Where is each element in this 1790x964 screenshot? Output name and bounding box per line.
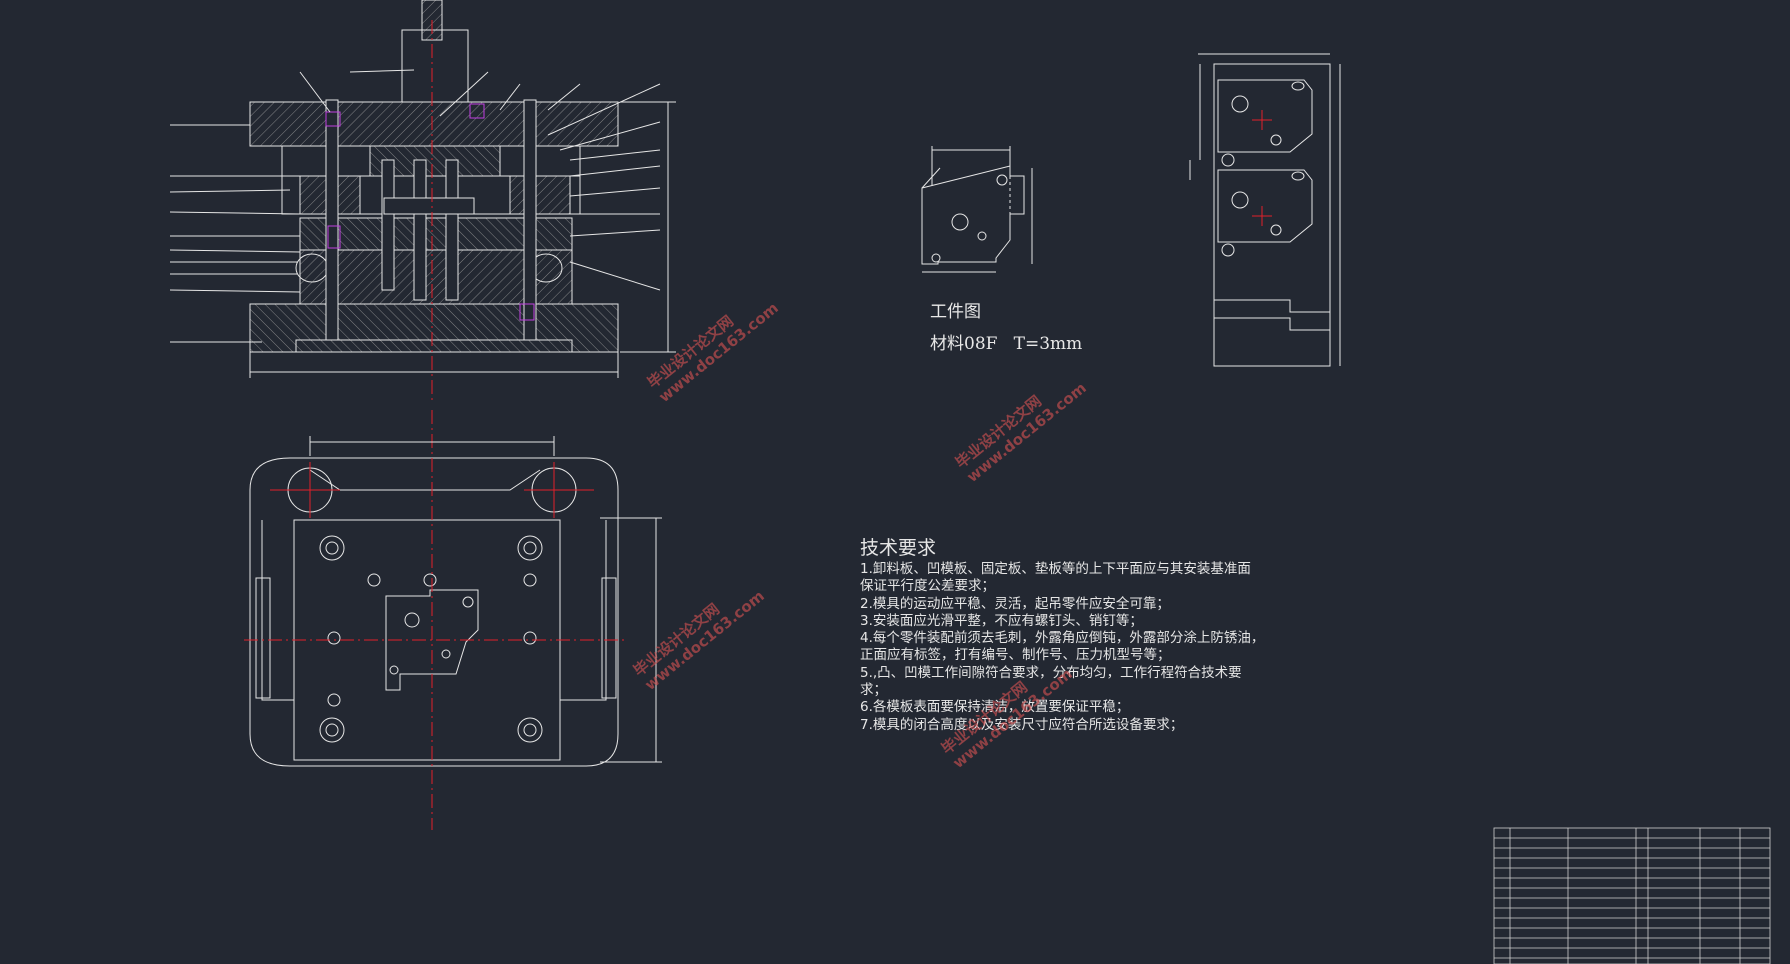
requirement-line: 1.卸料板、凹模板、固定板、垫板等的上下平面应与其安装基准面 — [860, 561, 1251, 577]
requirement-line: 保证平行度公差要求； — [860, 578, 995, 595]
workpiece-title: 工件图 — [930, 302, 981, 322]
requirement-line: 3.安装面应光滑平整，不应有螺钉头、销钉等； — [860, 612, 1143, 629]
die-section-view — [169, 0, 676, 400]
requirement-line: 正面应有标签，打有编号、制作号、压力机型号等； — [860, 647, 1171, 664]
requirement-line: 2.模具的运动应平稳、灵活，起吊零件应安全可靠； — [860, 595, 1170, 612]
requirement-line: 求； — [860, 682, 887, 699]
die-plan-view — [244, 410, 662, 830]
technical-requirements: 技术要求 1.卸料板、凹模板、固定板、垫板等的上下平面应与其安装基准面 保证平行度… — [860, 536, 1264, 734]
requirement-line: 4.每个零件装配前须去毛刺，外露角应倒钝，外露部分涂上防锈油， — [860, 630, 1265, 647]
workpiece-label: 工件图 材料08F T=3mm — [930, 296, 1082, 360]
parts-list-table — [1493, 827, 1771, 964]
requirement-line: 6.各模板表面要保持清洁，放置要保证平稳； — [860, 699, 1130, 716]
workpiece-drawing — [921, 146, 1033, 273]
strip-layout-drawing — [1189, 53, 1341, 367]
technical-requirements-heading: 技术要求 — [860, 537, 937, 559]
workpiece-material: 材料08F T=3mm — [930, 334, 1083, 354]
requirement-line: 7.模具的闭合高度以及安装尺寸应符合所选设备要求； — [860, 716, 1184, 733]
requirement-line: 5.,凸、凹模工作间隙符合要求，分布均匀，工作行程符合技术要 — [860, 664, 1242, 681]
